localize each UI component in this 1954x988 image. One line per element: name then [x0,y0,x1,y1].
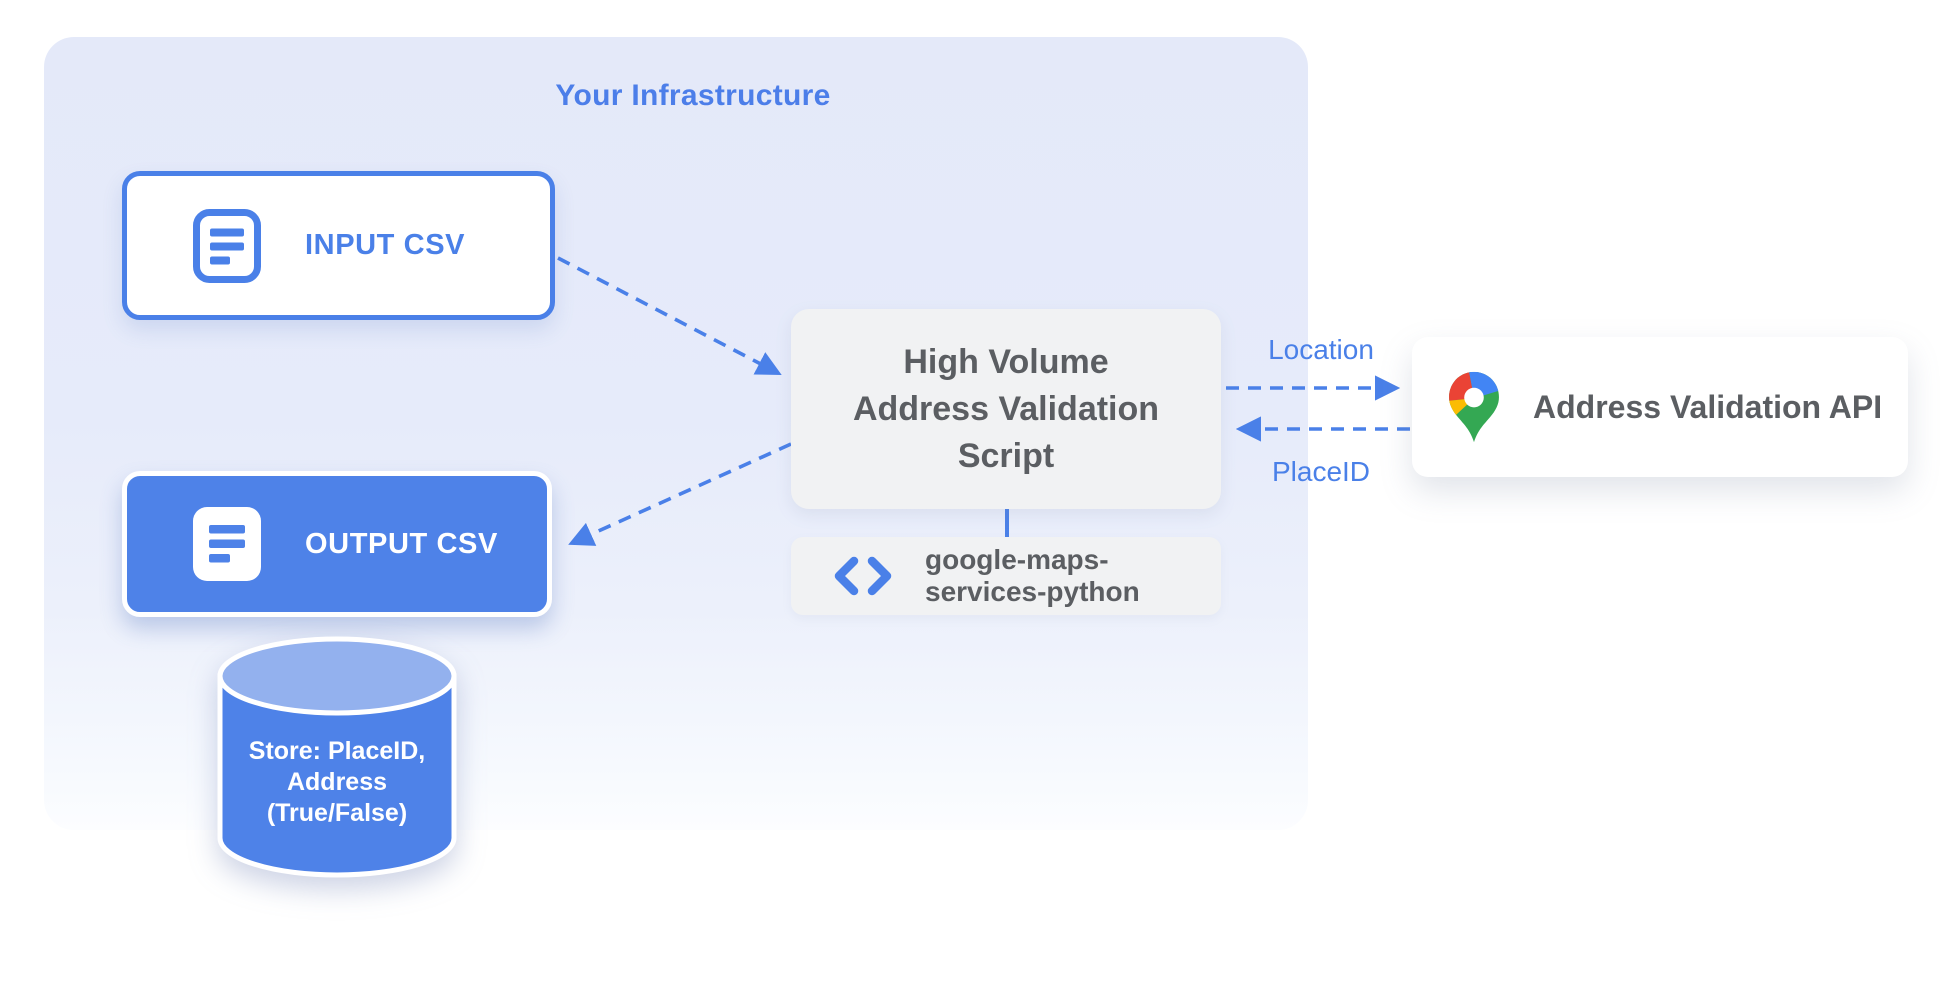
code-icon [834,556,892,596]
script-line-1: High Volume [903,342,1109,381]
datastore-line-2: Address [286,768,388,796]
database-cylinder: Store: PlaceID, Address (True/False) [216,635,458,879]
google-maps-pin-icon [1449,371,1499,443]
library-line-2: services-python [925,576,1140,607]
script-node: High Volume Address Validation Script [791,309,1221,509]
placeid-edge-label: PlaceID [1271,456,1371,487]
document-icon [193,208,261,283]
api-node: Address Validation API [1412,337,1908,477]
output-csv-label: OUTPUT CSV [305,527,498,560]
input-csv-label: INPUT CSV [305,229,466,261]
script-line-3: Script [957,436,1055,475]
script-line-2: Address Validation [852,389,1160,428]
datastore-line-1: Store: PlaceID, [248,737,426,765]
input-csv-node: INPUT CSV [122,171,555,320]
location-edge-label: Location [1268,334,1374,365]
panel-title: Your Infrastructure [555,79,831,112]
api-label: Address Validation API [1533,388,1883,425]
document-icon [193,507,261,581]
output-csv-node: OUTPUT CSV [122,471,552,617]
library-node: google-maps- services-python [791,537,1221,615]
cylinder-shape [217,636,457,878]
library-label: google-maps- services-python [925,544,1140,608]
library-line-1: google-maps- [925,544,1109,575]
datastore-label: Store: PlaceID, Address (True/False) [216,736,458,829]
datastore-line-3: (True/False) [266,799,408,827]
